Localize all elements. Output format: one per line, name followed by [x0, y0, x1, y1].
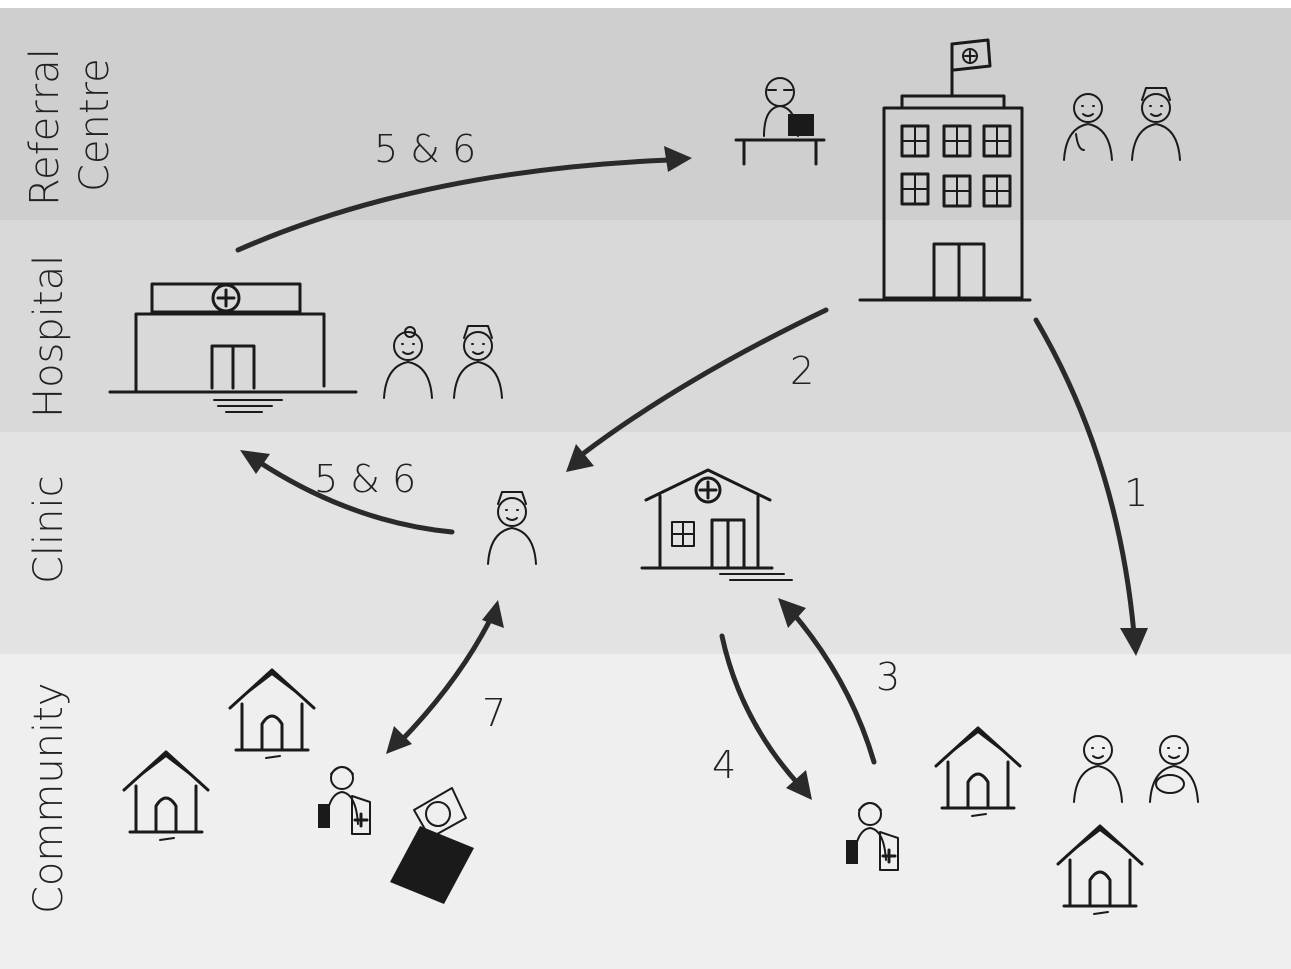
arrow-community-clinic-bidirectional	[386, 600, 504, 754]
hospital-band	[0, 220, 1291, 432]
referral-hospital-building-icon	[858, 38, 1032, 302]
step-label-5-6-clinic: 5 & 6	[314, 457, 416, 501]
patient-in-bed-icon	[390, 787, 474, 904]
mother-with-baby-icon	[1149, 735, 1199, 803]
arrow-clinic-to-worker	[719, 633, 812, 800]
arrow-clinic-to-hospital	[240, 450, 455, 535]
hospital-building-icon	[108, 282, 358, 413]
step-label-3: 3	[876, 655, 900, 699]
clinic-band	[0, 432, 1291, 654]
tier-label-referral: Referral	[22, 48, 68, 206]
step-label-5-6-referral: 5 & 6	[374, 127, 476, 171]
arrow-hospital-to-referral	[235, 146, 692, 253]
step-label-1: 1	[1124, 471, 1148, 515]
community-band	[0, 654, 1291, 969]
referral-band	[0, 8, 1291, 220]
step-label-2: 2	[790, 349, 814, 393]
tier-label-hospital: Hospital	[26, 255, 72, 418]
arrow-referral-to-clinic	[566, 307, 829, 472]
desk-worker-icon	[734, 77, 826, 166]
step-label-4: 4	[712, 743, 736, 787]
doctor-icon	[383, 326, 433, 399]
arrow-worker-to-clinic	[778, 598, 877, 765]
tier-label-community: Community	[26, 682, 72, 914]
tier-label-centre: Centre	[72, 58, 118, 192]
doctor-icon	[1063, 93, 1113, 161]
tier-label-clinic: Clinic	[26, 475, 72, 584]
step-label-7: 7	[482, 691, 506, 735]
clinic-building-icon	[640, 468, 793, 581]
arrow-referral-to-community	[1033, 317, 1148, 656]
